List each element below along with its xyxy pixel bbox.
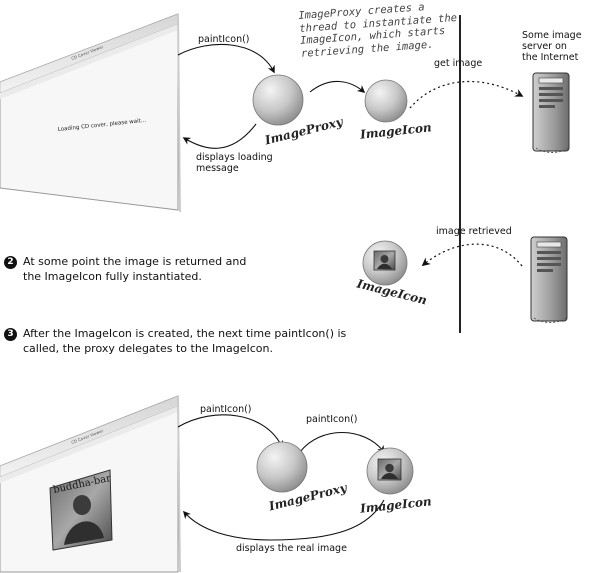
paint-icon-arrow-bottom-1 [177,414,283,449]
image-server-middle [530,236,568,323]
displays-loading-label: displays loading message [196,152,273,174]
cd-cover-thumbnail-middle [373,250,396,271]
paint-icon-label-bottom-2: paintIcon() [306,414,358,425]
image-icon-orb-top [364,79,408,123]
paint-icon-label-bottom-1: paintIcon() [200,404,252,415]
displays-loading-arrow [182,123,257,149]
top-app-window: CD Cover Viewer Loading CD cover, please… [0,13,181,213]
image-proxy-orb-top [252,74,304,126]
image-server-top [532,72,570,153]
cd-cover-image-bottom: buddha-bar [49,469,113,551]
paint-icon-arrow-bottom-2 [299,432,385,454]
image-server-label: Some image server on the Internet [522,30,582,63]
displays-real-image-arrow [182,499,385,541]
cd-cover-thumbnail-bottom [377,458,402,481]
image-retrieved-label: image retrieved [436,226,512,237]
get-image-label: get image [434,58,483,69]
paint-icon-label-top: paintIcon() [198,34,250,45]
proxy-to-icon-arrow [309,80,366,94]
image-proxy-orb-bottom [256,441,308,493]
get-image-dotted-arrow [409,80,524,109]
step-3-number: 3 [4,328,17,341]
step-2-number: 2 [4,256,17,269]
displays-real-image-label: displays the real image [236,543,347,554]
paint-icon-arrow-top [177,43,275,74]
image-retrieved-dotted-arrow [421,243,523,267]
